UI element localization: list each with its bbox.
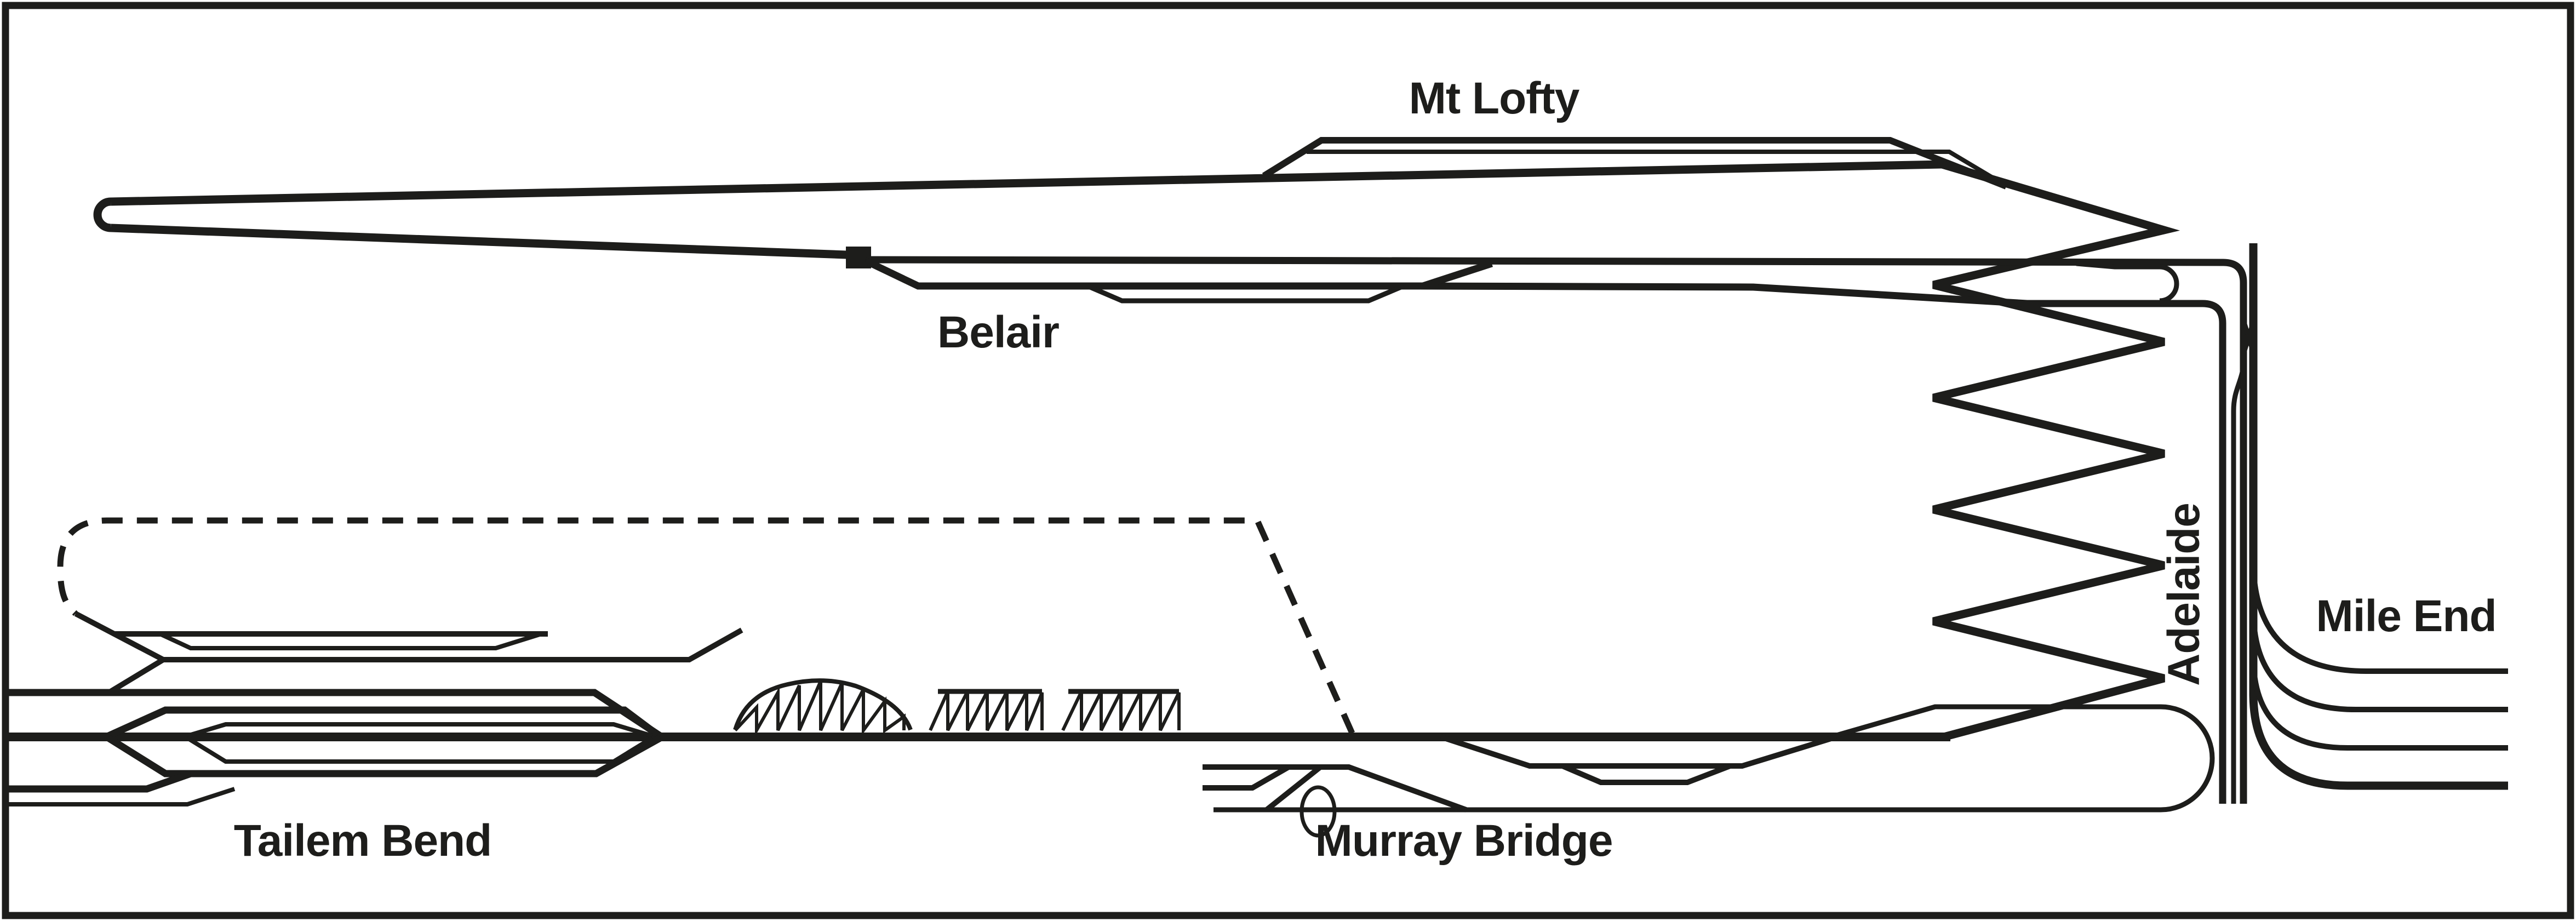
mb-loop-outer — [1440, 734, 1837, 769]
bridge-span3-web — [1061, 690, 1181, 731]
belair-up-track — [865, 256, 2247, 804]
closed-line — [57, 517, 1355, 735]
station-label-tailem-bend: Tailem Bend — [234, 816, 491, 866]
turntable-icon — [1300, 785, 1337, 838]
mile-end-track-1 — [2251, 559, 2508, 674]
spear-section — [93, 160, 1943, 268]
belair-siding — [1086, 283, 1405, 304]
bridge-arch-web — [734, 680, 906, 737]
station-label-belair: Belair — [937, 307, 1059, 357]
spear-loop-tip-icon — [93, 197, 111, 232]
adelaide-centre-track — [2231, 356, 2247, 804]
belair-down-track — [864, 258, 2226, 804]
mb-loop-inner — [1561, 763, 1731, 785]
bridge-span2-web — [929, 690, 1044, 731]
adelaide-station-tracks — [2231, 243, 2508, 804]
mt-lofty-main-line — [110, 160, 1943, 206]
murray-bridge-yard — [1203, 734, 1837, 838]
station-label-murray-bridge: Murray Bridge — [1315, 816, 1613, 866]
truss-bridge-icon — [733, 678, 1181, 737]
station-label-mt-lofty: Mt Lofty — [1409, 73, 1580, 123]
mb-siding-b — [1203, 764, 1290, 791]
bridge-arch-chord — [733, 678, 913, 731]
yard-loop-inner-top — [186, 722, 653, 738]
station-label-adelaide: Adelaide — [2159, 503, 2209, 686]
adelaide-main-vertical-track — [2249, 243, 2508, 790]
yard-siding-b — [109, 627, 743, 694]
adelaide-turnback-siding — [2076, 261, 2179, 304]
mt-lofty-loop-siding — [1307, 150, 2002, 185]
belair-double-track — [864, 256, 2247, 804]
tailem-bend-yard — [9, 627, 743, 806]
mile-end-track-3 — [2251, 656, 2508, 751]
yard-stub-track — [9, 770, 192, 793]
hills-zigzag-line — [1932, 160, 2180, 741]
yard-loop-outer-top — [107, 706, 660, 739]
yard-siding-a-loop — [159, 632, 542, 650]
dashed-closed-line — [57, 517, 1355, 735]
mb-crossover — [1264, 765, 1323, 812]
station-label-mile-end: Mile End — [2316, 591, 2496, 641]
spear-lower-edge — [110, 224, 862, 260]
belair-crossover — [1421, 260, 1493, 290]
mb-siding-a — [1203, 764, 1467, 813]
yard-top-track — [9, 689, 662, 739]
yard-loop-outer-bottom — [106, 735, 662, 777]
mile-end-track-2 — [2251, 609, 2508, 712]
adelaide-yard-balloon-loop — [1213, 704, 2215, 813]
yard-stub-siding — [9, 787, 236, 806]
yard-loop-inner-bottom — [186, 736, 654, 764]
